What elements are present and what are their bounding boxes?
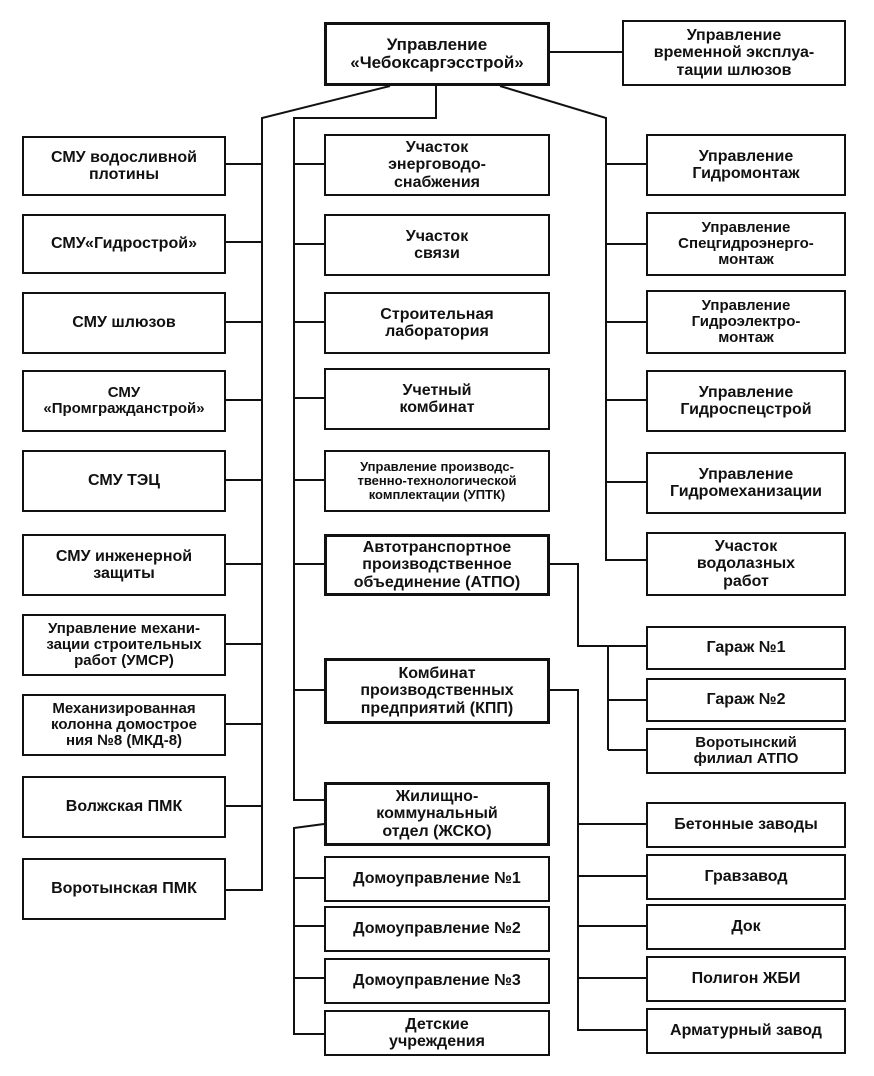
node-left-5: СМУ ТЭЦ	[22, 450, 226, 512]
node-right-5: Управление Гидромеханизации	[646, 452, 846, 514]
node-left-6: СМУ инженерной защиты	[22, 534, 226, 596]
node-left-4: СМУ «Промгражданстрой»	[22, 370, 226, 432]
node-atpo-unit-2: Гараж №2	[646, 678, 846, 722]
node-kpp-unit-3: Док	[646, 904, 846, 950]
node-zhsko-unit-4: Детские учреждения	[324, 1010, 550, 1056]
node-kpp-unit-1: Бетонные заводы	[646, 802, 846, 848]
node-right-2: Управление Спецгидроэнерго- монтаж	[646, 212, 846, 276]
node-left-9: Волжская ПМК	[22, 776, 226, 838]
node-zhsko-unit-1: Домоуправление №1	[324, 856, 550, 902]
node-kpp-unit-5: Арматурный завод	[646, 1008, 846, 1054]
node-center-4: Учетный комбинат	[324, 368, 550, 430]
node-right-6: Участок водолазных работ	[646, 532, 846, 596]
node-center-zhsko: Жилищно- коммунальный отдел (ЖСКО)	[324, 782, 550, 846]
node-center-2: Участок связи	[324, 214, 550, 276]
node-zhsko-unit-3: Домоуправление №3	[324, 958, 550, 1004]
node-left-10: Воротынская ПМК	[22, 858, 226, 920]
node-center-uptk: Управление производс- твенно-технологиче…	[324, 450, 550, 512]
node-kpp-unit-4: Полигон ЖБИ	[646, 956, 846, 1002]
node-atpo-unit-3: Воротынский филиал АТПО	[646, 728, 846, 774]
node-kpp-unit-2: Гравзавод	[646, 854, 846, 900]
node-temp-operation: Управление временной эксплуа- тации шлюз…	[622, 20, 846, 86]
node-center-3: Строительная лаборатория	[324, 292, 550, 354]
node-atpo-unit-1: Гараж №1	[646, 626, 846, 670]
node-right-4: Управление Гидроспецстрой	[646, 370, 846, 432]
node-left-1: СМУ водосливной плотины	[22, 136, 226, 196]
node-center-1: Участок энерговодо- снабжения	[324, 134, 550, 196]
node-right-3: Управление Гидроэлектро- монтаж	[646, 290, 846, 354]
node-left-2: СМУ«Гидрострой»	[22, 214, 226, 274]
node-center-atpo: Автотранспортное производственное объеди…	[324, 534, 550, 596]
node-root: Управление «Чебоксаргэсстрой»	[324, 22, 550, 86]
node-zhsko-unit-2: Домоуправление №2	[324, 906, 550, 952]
node-left-3: СМУ шлюзов	[22, 292, 226, 354]
node-right-1: Управление Гидромонтаж	[646, 134, 846, 196]
node-center-kpp: Комбинат производственных предприятий (К…	[324, 658, 550, 724]
node-left-7: Управление механи- зации строительных ра…	[22, 614, 226, 676]
node-left-8: Механизированная колонна домострое ния №…	[22, 694, 226, 756]
